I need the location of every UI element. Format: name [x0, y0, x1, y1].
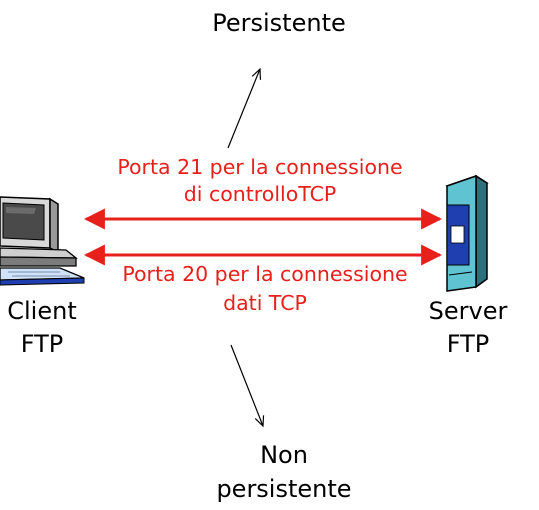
control-connection-label-line2: di controlloTCP	[183, 182, 337, 206]
control-connection-label-line1: Porta 21 per la connessione	[117, 155, 403, 179]
server-tower-icon	[445, 174, 489, 292]
server-label-line1: Server	[428, 297, 508, 325]
data-connection-label-line1: Porta 20 per la connessione	[122, 262, 408, 286]
client-label-line2: FTP	[20, 330, 64, 358]
non-persistent-label-line2: persistente	[216, 475, 352, 503]
client-label-line1: Client	[7, 297, 77, 325]
server-label-line2: FTP	[446, 330, 490, 358]
desktop-computer-icon	[0, 196, 85, 286]
non-persistent-arrow	[230, 344, 263, 426]
data-connection-label-line2: dati TCP	[223, 291, 307, 315]
non-persistent-label-line1: Non	[260, 441, 308, 469]
persistent-arrow	[227, 69, 260, 149]
persistent-label: Persistente	[212, 9, 346, 37]
